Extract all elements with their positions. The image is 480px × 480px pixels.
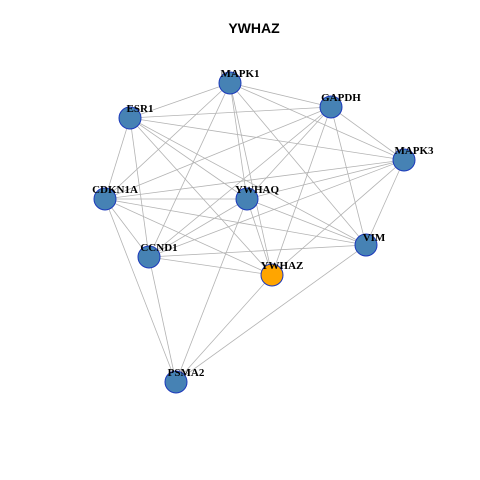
- edge-esr1-ywhaq: [129, 117, 248, 200]
- edge-mapk1-esr1: [129, 82, 231, 119]
- edge-gapdh-esr1: [129, 106, 332, 119]
- node-label-cdkn1a: CDKN1A: [92, 184, 138, 196]
- node-ccnd1: [137, 245, 161, 269]
- edge-ywhaq-ccnd1: [148, 198, 248, 258]
- node-cdkn1a: [93, 187, 117, 211]
- edge-ywhaz-psma2: [175, 274, 273, 383]
- node-mapk3: [392, 148, 416, 172]
- edge-gapdh-ywhaq: [246, 106, 332, 200]
- edge-esr1-ccnd1: [129, 117, 150, 258]
- edge-ywhaq-psma2: [175, 198, 248, 383]
- node-ywhaq: [235, 187, 259, 211]
- edge-ccnd1-psma2: [148, 256, 177, 383]
- edge-gapdh-vim: [330, 106, 367, 246]
- edge-esr1-vim: [129, 117, 367, 246]
- node-label-mapk3: MAPK3: [394, 145, 434, 157]
- edge-gapdh-cdkn1a: [104, 106, 332, 200]
- node-label-vim: VIM: [363, 232, 386, 244]
- edge-mapk1-gapdh: [229, 82, 332, 108]
- node-mapk1: [218, 71, 242, 95]
- node-layer: [93, 71, 416, 394]
- node-label-ywhaq: YWHAQ: [235, 184, 279, 196]
- edge-esr1-cdkn1a: [104, 117, 131, 200]
- node-label-ccnd1: CCND1: [140, 242, 177, 254]
- node-psma2: [164, 370, 188, 394]
- edge-ywhaq-vim: [246, 198, 367, 246]
- edge-mapk3-ywhaq: [246, 159, 405, 200]
- edge-mapk1-cdkn1a: [104, 82, 231, 200]
- edge-gapdh-ccnd1: [148, 106, 332, 258]
- edge-mapk3-vim: [365, 159, 405, 246]
- edge-mapk3-ywhaz: [271, 159, 405, 276]
- node-esr1: [118, 106, 142, 130]
- edge-cdkn1a-ywhaz: [104, 198, 273, 276]
- edge-ywhaq-ywhaz: [246, 198, 273, 276]
- edge-cdkn1a-ccnd1: [104, 198, 150, 258]
- node-label-mapk1: MAPK1: [220, 68, 259, 80]
- edge-vim-psma2: [175, 244, 367, 383]
- node-ywhaz: [260, 263, 284, 287]
- edge-esr1-mapk3: [129, 117, 405, 161]
- edge-vim-ccnd1: [148, 244, 367, 258]
- edge-mapk1-ccnd1: [148, 82, 231, 258]
- edge-mapk3-cdkn1a: [104, 159, 405, 200]
- edge-mapk1-ywhaz: [229, 82, 273, 276]
- node-label-psma2: PSMA2: [168, 367, 205, 379]
- node-gapdh: [319, 95, 343, 119]
- node-vim: [354, 233, 378, 257]
- edge-esr1-ywhaz: [129, 117, 273, 276]
- node-label-esr1: ESR1: [127, 103, 154, 115]
- graph-title: YWHAZ: [228, 20, 280, 36]
- edge-cdkn1a-psma2: [104, 198, 177, 383]
- edge-mapk1-vim: [229, 82, 367, 246]
- edge-cdkn1a-vim: [104, 198, 367, 246]
- edge-gapdh-ywhaz: [271, 106, 332, 276]
- edge-ccnd1-ywhaz: [148, 256, 273, 276]
- edge-layer: [104, 82, 405, 383]
- edge-gapdh-mapk3: [330, 106, 405, 161]
- node-label-ywhaz: YWHAZ: [261, 260, 304, 272]
- node-label-gapdh: GAPDH: [321, 92, 361, 104]
- edge-mapk3-ccnd1: [148, 159, 405, 258]
- edge-mapk1-mapk3: [229, 82, 405, 161]
